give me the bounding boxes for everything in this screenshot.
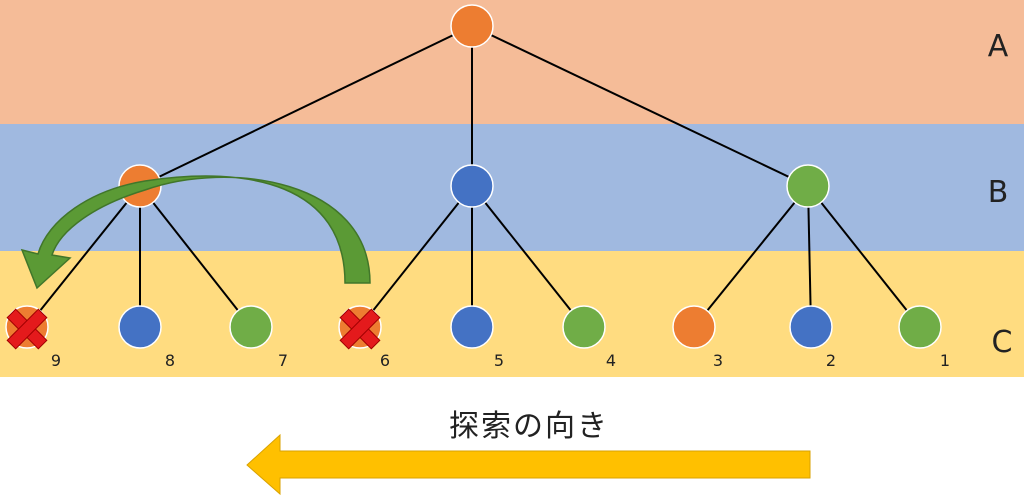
leaf-node-2 (789, 305, 833, 349)
edge-middle-to-leaf-6 (359, 185, 473, 328)
tree-nodes (5, 4, 942, 349)
edge-middle-to-leaf-3 (693, 185, 809, 328)
level-a-band (0, 0, 1024, 124)
pruned-marks (6, 308, 381, 350)
edge-middle-to-leaf-7 (139, 185, 252, 328)
leaf-number-8: 8 (165, 351, 175, 370)
edge-root-to-middle-3 (471, 25, 809, 187)
edge-middle-to-leaf-4 (471, 185, 585, 328)
leaf-number-7: 7 (278, 351, 288, 370)
level-c-band (0, 251, 1024, 377)
leaf-number-1: 1 (940, 351, 950, 370)
cross-mark-icon (339, 308, 381, 350)
leaf-node-4 (562, 305, 606, 349)
search-direction-caption: 探索の向き (449, 409, 609, 444)
leaf-node-7 (229, 305, 273, 349)
tree-edges (26, 25, 921, 328)
leaf-node-3 (672, 305, 716, 349)
edge-root-to-middle-1 (139, 25, 473, 187)
level-b-band (0, 124, 1024, 251)
level-b-label: B (988, 175, 1009, 210)
leaf-number-6: 6 (380, 351, 390, 370)
cross-mark-icon (6, 308, 48, 350)
edge-middle-to-leaf-1 (807, 185, 921, 328)
leaf-number-3: 3 (713, 351, 723, 370)
leaf-number-5: 5 (494, 351, 504, 370)
middle-node-2 (450, 164, 494, 208)
leaf-numbers: 9 8 7 6 5 4 3 2 1 (51, 351, 950, 370)
leaf-number-9: 9 (51, 351, 61, 370)
edge-middle-to-leaf-9 (26, 185, 141, 328)
leaf-node-1 (898, 305, 942, 349)
leaf-number-2: 2 (826, 351, 836, 370)
leaf-node-8 (118, 305, 162, 349)
edge-middle-to-leaf-2 (807, 185, 812, 328)
leaf-node-5 (450, 305, 494, 349)
middle-node-3 (786, 164, 830, 208)
level-c-label: C (992, 325, 1013, 360)
leaf-number-4: 4 (606, 351, 616, 370)
root-node (450, 4, 494, 48)
level-a-label: A (988, 29, 1009, 64)
curved-jump-arrow (20, 175, 371, 290)
search-direction-arrow (246, 433, 811, 496)
